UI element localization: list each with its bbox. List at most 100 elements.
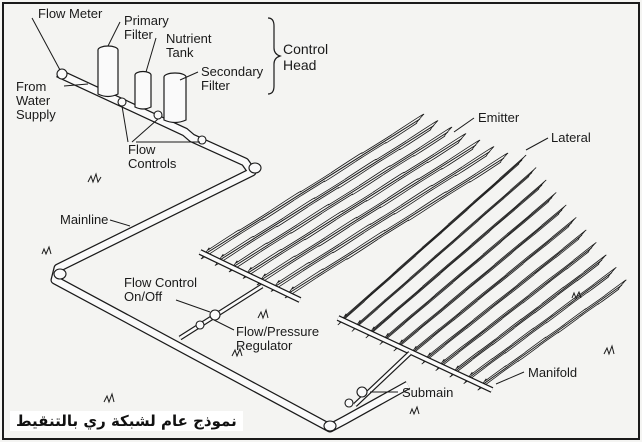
manifold-label: Manifold bbox=[528, 365, 578, 380]
wetted-zone bbox=[449, 254, 607, 378]
primary-filter-icon bbox=[97, 50, 119, 98]
wetted-zone bbox=[228, 126, 453, 273]
lateral-line bbox=[397, 209, 563, 347]
wetted-zone bbox=[393, 204, 567, 352]
regulator-leader bbox=[213, 319, 235, 331]
manifold-pipes bbox=[178, 249, 494, 407]
flow-controls-leader-2 bbox=[131, 118, 159, 143]
lateral-line bbox=[232, 131, 449, 268]
submain-branch-upper-inner bbox=[179, 284, 263, 340]
lateral-line bbox=[453, 259, 603, 373]
lateral-leader bbox=[525, 137, 549, 151]
wetted-zone bbox=[256, 139, 481, 286]
mainline-elbow-icon bbox=[323, 420, 337, 432]
lateral-line bbox=[260, 144, 477, 281]
grass-icon bbox=[231, 347, 243, 358]
mainline-elbow-icon bbox=[53, 268, 67, 280]
flow-control-valve-icon bbox=[153, 110, 163, 120]
nutrient-tank-label: Nutrient Tank bbox=[166, 31, 212, 60]
control-head-brace bbox=[267, 17, 282, 95]
wetted-zone bbox=[421, 229, 587, 365]
wetted-zone bbox=[200, 113, 425, 260]
nutrient-tank-icon bbox=[134, 75, 152, 110]
wetted-zone bbox=[214, 120, 439, 266]
flow-controls-label: Flow Controls bbox=[128, 142, 177, 171]
nutrient-tank-leader bbox=[145, 37, 157, 73]
lateral-line bbox=[425, 234, 583, 360]
grass-icon bbox=[409, 405, 420, 416]
grass-icon bbox=[603, 344, 615, 356]
lateral-line bbox=[341, 159, 523, 321]
manifold-lower-inner bbox=[337, 316, 493, 392]
mainline-pipe bbox=[50, 68, 411, 433]
secondary-filter-leader bbox=[179, 71, 199, 81]
secondary-filter-icon bbox=[163, 77, 187, 124]
mainline-label: Mainline bbox=[60, 212, 109, 227]
from-water-supply-label: From Water Supply bbox=[16, 79, 56, 122]
water-supply-leader bbox=[63, 83, 89, 87]
lateral-line bbox=[481, 284, 623, 386]
flow-control-onoff-icon bbox=[209, 309, 221, 321]
secondary-filter-label: Secondary Filter bbox=[201, 64, 264, 93]
wetted-zone bbox=[463, 267, 617, 384]
grass-icon bbox=[257, 308, 269, 320]
manifold-upper-inner bbox=[199, 250, 301, 302]
grass-icon bbox=[41, 245, 52, 256]
grass-icon bbox=[571, 290, 582, 300]
lateral-line bbox=[204, 118, 421, 255]
lateral-line bbox=[383, 197, 553, 340]
lateral-label: Lateral bbox=[551, 130, 591, 145]
lateral-lines bbox=[200, 113, 627, 391]
lateral-line bbox=[274, 151, 491, 287]
wetted-zone bbox=[270, 146, 495, 292]
submain-label: Submain bbox=[402, 385, 454, 400]
mainline-elbow-icon bbox=[248, 162, 262, 174]
primary-filter-leader bbox=[107, 21, 121, 47]
primary-filter-label: Primary Filter bbox=[124, 13, 169, 42]
wetted-zone bbox=[379, 192, 557, 345]
lateral-line bbox=[369, 184, 543, 334]
flow-meter-icon bbox=[56, 68, 68, 80]
lateral-line bbox=[288, 157, 505, 294]
flow-control-valve-icon bbox=[117, 97, 127, 107]
wetted-zone bbox=[477, 279, 627, 391]
control-head-tanks bbox=[97, 45, 187, 124]
flow-meter-label: Flow Meter bbox=[38, 6, 103, 21]
flow-control-onoff-leader bbox=[175, 299, 211, 313]
lateral-line bbox=[218, 125, 435, 261]
emitter-label: Emitter bbox=[478, 110, 520, 125]
flow-regulator-icon bbox=[195, 320, 205, 330]
control-head-label: Control Head bbox=[283, 41, 329, 73]
manifold-leader bbox=[495, 371, 525, 385]
wetted-zone bbox=[337, 154, 527, 326]
wetted-zone bbox=[435, 242, 597, 371]
diagram-caption: نموذج عام لشبكة ري بالتنقيط bbox=[10, 411, 243, 431]
emitter-leader bbox=[453, 117, 475, 133]
lateral-line bbox=[411, 222, 573, 353]
flow-control-onoff-label: Flow Control On/Off bbox=[124, 275, 197, 304]
lateral-line bbox=[355, 172, 533, 327]
submain-regulator-icon bbox=[344, 398, 354, 408]
wetted-zone bbox=[407, 217, 577, 358]
lateral-line bbox=[246, 138, 463, 274]
grass-icon bbox=[87, 172, 102, 184]
wetted-zone bbox=[351, 167, 537, 332]
lateral-line bbox=[467, 272, 613, 379]
wetted-zone bbox=[284, 152, 509, 299]
flow-control-valve-icon bbox=[197, 135, 207, 145]
mainline-leader bbox=[109, 219, 131, 227]
grass-tufts bbox=[41, 172, 615, 416]
grass-icon bbox=[103, 392, 115, 404]
mainline-inner bbox=[51, 70, 410, 432]
flow-meter-leader bbox=[31, 17, 61, 71]
leader-lines bbox=[31, 17, 549, 393]
lateral-line bbox=[439, 247, 593, 366]
wetted-zone bbox=[365, 179, 547, 339]
flow-pressure-regulator-label: Flow/Pressure Regulator bbox=[236, 324, 320, 353]
wetted-zone bbox=[242, 133, 467, 279]
flow-controls-leader-1 bbox=[121, 105, 129, 143]
submain-valve-icon bbox=[356, 386, 368, 398]
